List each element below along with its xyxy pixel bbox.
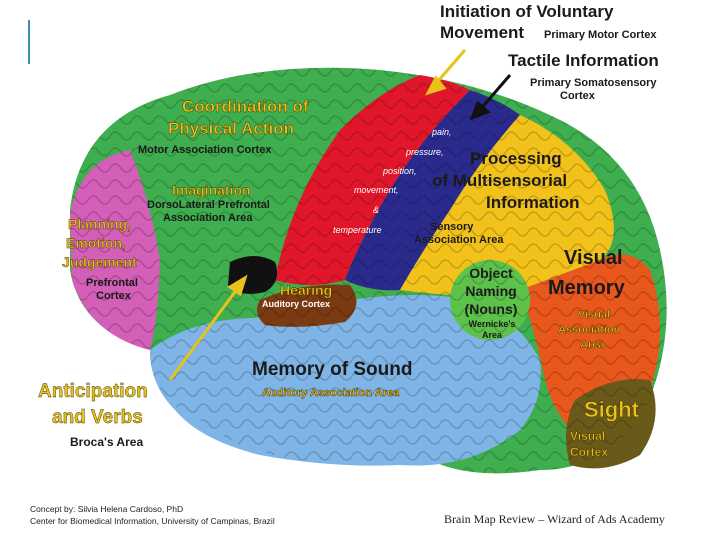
amp-label: & bbox=[373, 205, 380, 215]
pressure-label: pressure, bbox=[406, 147, 444, 157]
auditory-assoc-label: Auditory Association Area bbox=[262, 387, 400, 399]
sensory-label-2: Association Area bbox=[414, 234, 504, 246]
tactile-arrow bbox=[469, 74, 512, 121]
wernicke-label-1: Wernicke's bbox=[468, 319, 516, 329]
prefrontal-label-2: Cortex bbox=[96, 290, 131, 302]
movement-label: Movement bbox=[440, 23, 525, 42]
primary-soma-label-2: Cortex bbox=[560, 90, 595, 102]
temperature-label: temperature bbox=[333, 225, 382, 235]
processing-label-1: Processing bbox=[470, 149, 562, 168]
visual-assoc-label-2: Association bbox=[558, 324, 621, 336]
broca-arrow bbox=[168, 274, 248, 381]
imagination-label: Imagination bbox=[172, 182, 251, 198]
anticipation-label-2: and Verbs bbox=[52, 407, 143, 428]
object-label-1: Object bbox=[469, 265, 513, 281]
broca-label: Broca's Area bbox=[70, 435, 144, 449]
primary-soma-label-1: Primary Somatosensory bbox=[530, 77, 657, 89]
sight-label: Sight bbox=[584, 397, 639, 422]
sensory-label-1: Sensory bbox=[430, 221, 474, 233]
initiation-label: Initiation of Voluntary bbox=[440, 2, 614, 21]
slide-accent-rule bbox=[28, 20, 30, 64]
position-label: position, bbox=[383, 166, 417, 176]
auditory-label: Auditory Cortex bbox=[262, 299, 331, 309]
visual-cortex-label-1: Visual bbox=[570, 429, 606, 443]
dorsolateral-label-1: DorsoLateral Prefrontal bbox=[147, 199, 270, 211]
visual-assoc-label-1: Visual bbox=[578, 309, 611, 321]
pain-label: pain, bbox=[432, 127, 452, 137]
brain-map-review: Brain Map Review – Wizard of Ads Academy bbox=[444, 512, 665, 526]
credit-line-2: Center for Biomedical Information, Unive… bbox=[30, 516, 275, 526]
planning-label-3: Judgement bbox=[62, 254, 137, 270]
primary-motor-label: Primary Motor Cortex bbox=[544, 29, 657, 41]
motor-assoc-label: Motor Association Cortex bbox=[138, 144, 272, 156]
motor-arrow bbox=[424, 49, 467, 96]
planning-label-2: Emotion, bbox=[66, 235, 126, 251]
object-label-3: (Nouns) bbox=[464, 301, 518, 317]
hearing-label: Hearing bbox=[280, 282, 333, 298]
coordination-label-1: Coordination of bbox=[182, 97, 309, 116]
movement-small-label: movement, bbox=[354, 185, 399, 195]
visual-memory-label-2: Memory bbox=[548, 277, 625, 299]
planning-label-1: Planning, bbox=[68, 216, 131, 232]
dorsolateral-label-2: Association Area bbox=[163, 212, 253, 224]
visual-cortex-label-2: Cortex bbox=[570, 445, 609, 459]
tactile-label: Tactile Information bbox=[508, 51, 659, 70]
coordination-label-2: Physical Action bbox=[168, 119, 294, 138]
wernicke-label-2: Area bbox=[481, 330, 502, 340]
prefrontal-label-1: Prefrontal bbox=[86, 277, 138, 289]
credit-line-1: Concept by: Silvia Helena Cardoso, PhD bbox=[30, 504, 184, 514]
anticipation-label-1: Anticipation bbox=[38, 381, 148, 402]
visual-assoc-label-3: Area bbox=[580, 339, 605, 351]
processing-label-3: Information bbox=[486, 193, 580, 212]
memory-sound-label: Memory of Sound bbox=[252, 359, 413, 380]
processing-label-2: of Multisensorial bbox=[432, 171, 568, 190]
visual-memory-label-1: Visual bbox=[564, 247, 623, 269]
object-label-2: Naming bbox=[465, 283, 517, 299]
